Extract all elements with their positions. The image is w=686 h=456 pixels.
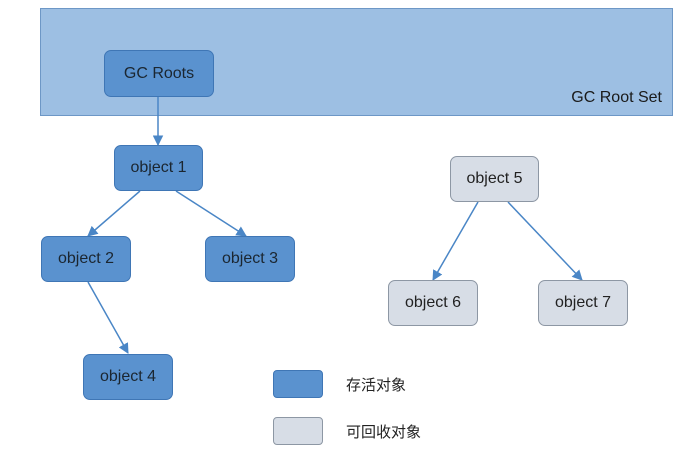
- edge-object1-object3: [175, 190, 247, 237]
- object-7-label: object 7: [554, 294, 612, 311]
- object-3-node: object 3: [205, 236, 295, 282]
- gc-root-set-label: GC Root Set: [571, 89, 662, 106]
- object-4-label: object 4: [99, 368, 157, 385]
- legend-alive-swatch: [273, 370, 323, 398]
- legend-alive-label: 存活对象: [346, 376, 407, 394]
- edge-object2-object4: [87, 281, 129, 354]
- object-1-node: object 1: [114, 145, 203, 191]
- object-6-label: object 6: [404, 294, 462, 311]
- gc-roots-label: GC Roots: [123, 64, 195, 82]
- object-7-node: object 7: [538, 280, 628, 326]
- object-3-label: object 3: [221, 250, 279, 267]
- legend-collectable-label: 可回收对象: [346, 423, 422, 441]
- object-2-label: object 2: [57, 250, 115, 267]
- object-5-node: object 5: [450, 156, 539, 202]
- edge-object1-object2: [87, 190, 141, 237]
- object-4-node: object 4: [83, 354, 173, 400]
- gc-roots-node: GC Roots: [104, 50, 214, 97]
- legend-collectable-swatch: [273, 417, 323, 445]
- object-6-node: object 6: [388, 280, 478, 326]
- edge-object5-object7: [507, 201, 583, 281]
- edge-object5-object6: [432, 201, 479, 281]
- object-1-label: object 1: [130, 159, 187, 176]
- object-2-node: object 2: [41, 236, 131, 282]
- object-5-label: object 5: [466, 170, 523, 187]
